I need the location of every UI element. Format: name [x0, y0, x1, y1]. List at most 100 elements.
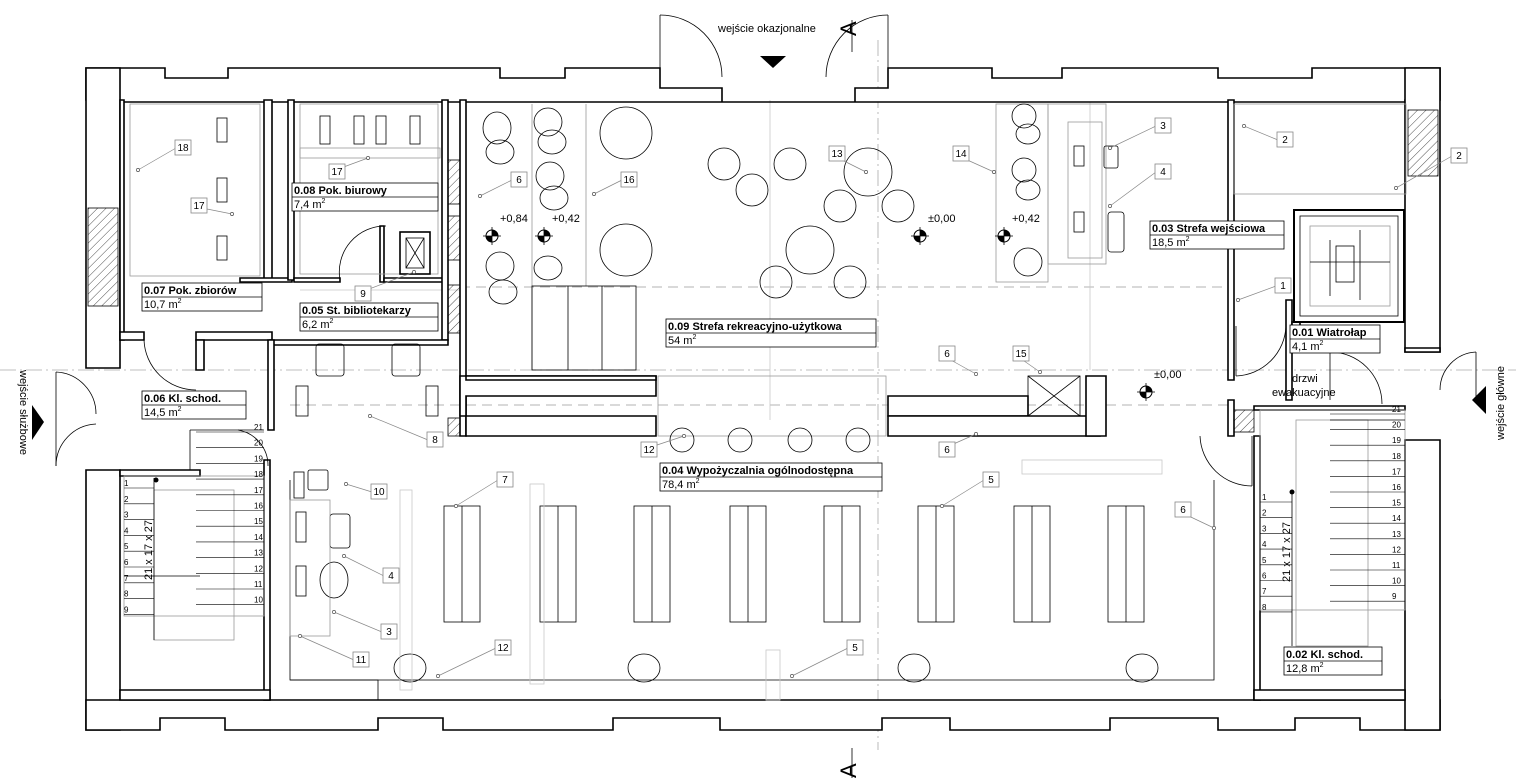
stair-step-number: 7 [124, 574, 129, 583]
entrance-markers: wejście okazjonalne wejście służbowe wej… [17, 23, 1507, 455]
stair-step-number: 5 [124, 542, 129, 551]
room-name: 0.07 Pok. zbiorów [144, 285, 237, 297]
callout-tag: 17 [190, 197, 234, 216]
stair-step-number: 1 [1262, 493, 1267, 502]
stair-step-number: 10 [254, 596, 263, 605]
room-name: 0.06 Kl. schod. [144, 393, 221, 405]
level-value: +0,42 [552, 213, 580, 225]
level-markers: +0,84+0,42±0,00+0,42±0,00 [483, 213, 1181, 401]
callout-tag: 15 [1012, 345, 1042, 374]
room-name: 0.05 St. bibliotekarzy [302, 305, 412, 317]
room-name: 0.02 Kl. schod. [1286, 649, 1363, 661]
callout-tag: 9 [354, 270, 416, 302]
tag-number: 17 [193, 201, 205, 212]
tag-number: 7 [502, 475, 508, 486]
section-markers: A A [836, 20, 861, 778]
area-superscript: 2 [1186, 236, 1190, 243]
tag-number: 13 [831, 149, 843, 160]
tag-number: 3 [1160, 121, 1166, 132]
occasional-entrance-arrow [760, 56, 786, 68]
stair-step-number: 3 [124, 511, 129, 520]
stair-step-number: 8 [124, 590, 129, 599]
tag-number: 18 [177, 143, 189, 154]
callout-tag: 4 [342, 554, 400, 584]
callout-tag: 6 [1174, 501, 1216, 530]
elevator [1293, 209, 1405, 323]
tag-number: 12 [497, 643, 509, 654]
tag-number: 4 [388, 571, 394, 582]
stair-step-number: 11 [1392, 561, 1401, 570]
tag-number: 5 [988, 475, 994, 486]
level-marker: +0,42 [995, 213, 1040, 245]
room-name: 0.03 Strefa wejściowa [1152, 223, 1266, 235]
callout-tag: 2 [1242, 124, 1294, 148]
stair-step-number: 2 [1262, 509, 1267, 518]
stair-step-number: 17 [254, 486, 263, 495]
evacuation-door-label-2: ewakuacyjne [1272, 387, 1336, 399]
level-marker: +0,42 [535, 213, 580, 245]
room-name: 0.08 Pok. biurowy [294, 185, 388, 197]
callout-tag: 6 [478, 171, 528, 198]
callout-tag: 5 [790, 639, 864, 678]
tag-number: 14 [955, 149, 967, 160]
callout-tag: 3 [332, 610, 398, 640]
area-superscript: 2 [330, 318, 334, 325]
tag-number: 1 [1280, 281, 1286, 292]
tag-number: 6 [1180, 505, 1186, 516]
callout-tag: 14 [952, 145, 996, 174]
stair-step-number: 17 [1392, 467, 1401, 476]
tag-number: 4 [1160, 167, 1166, 178]
callout-tag: 10 [344, 482, 388, 500]
room-area: 18,5 m2 [1152, 236, 1190, 249]
stair-step-number: 1 [124, 479, 129, 488]
level-marker: ±0,00 [1137, 369, 1181, 401]
tag-number: 10 [373, 487, 385, 498]
callout-tag: 6 [938, 432, 978, 458]
staircase-right [1259, 409, 1406, 647]
callout-tag: 5 [940, 471, 1000, 508]
section-marker-bottom: A [836, 763, 861, 778]
section-marker-top: A [836, 21, 861, 36]
evacuation-door-label-1: drzwi [1292, 373, 1318, 385]
stair-step-number: 6 [124, 558, 129, 567]
tag-number: 6 [944, 445, 950, 456]
stair-step-number: 19 [254, 454, 263, 463]
stair-step-number: 15 [1392, 499, 1401, 508]
stair-step-number: 18 [254, 470, 263, 479]
level-value: ±0,00 [928, 213, 955, 225]
stair-step-number: 5 [1262, 556, 1267, 565]
tag-number: 2 [1456, 151, 1462, 162]
stair-step-number: 9 [124, 605, 129, 614]
room-area: 54 m2 [668, 334, 696, 347]
tag-number: 11 [356, 655, 367, 666]
furniture [216, 103, 1163, 701]
callout-tag: 4 [1108, 163, 1172, 208]
level-value: ±0,00 [1154, 369, 1181, 381]
stair-step-number: 21 [1392, 405, 1401, 414]
doors [55, 14, 1477, 487]
stair-step-number: 11 [254, 580, 263, 589]
room-name: 0.04 Wypożyczalnia ogólnodostępna [662, 465, 854, 477]
area-superscript: 2 [692, 334, 696, 341]
service-entrance-arrow [32, 405, 44, 440]
occasional-entrance-label: wejście okazjonalne [717, 23, 816, 35]
room-label-r006: 0.06 Kl. schod.14,5 m2 [141, 390, 247, 420]
room-name: 0.01 Wiatrołap [1292, 327, 1367, 339]
area-superscript: 2 [1320, 340, 1324, 347]
stair-step-number: 8 [1262, 603, 1267, 612]
stair-step-number: 9 [1392, 592, 1397, 601]
stair-step-number: 4 [1262, 540, 1267, 549]
callout-tag: 17 [328, 156, 370, 180]
stair-step-number: 21 [254, 423, 263, 432]
stair-step-number: 3 [1262, 524, 1267, 533]
callout-tag: 12 [640, 434, 686, 458]
